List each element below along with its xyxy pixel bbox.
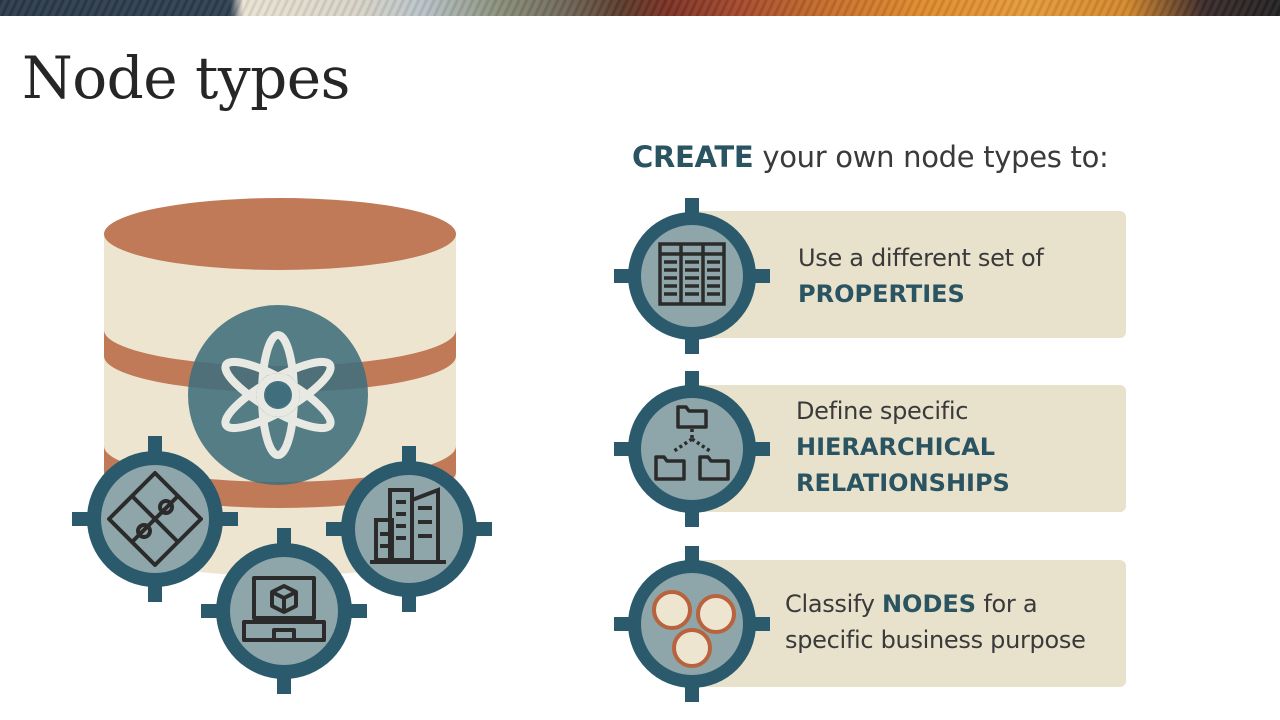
laptop-badge (201, 528, 367, 694)
table-columns-icon (658, 242, 726, 306)
feature-text-nodes: Classify NODES for a specific business p… (785, 586, 1086, 658)
feature-text-properties: Use a different set of PROPERTIES (798, 240, 1044, 312)
page-title: Node types (22, 44, 350, 112)
folder-hierarchy-icon (654, 405, 730, 481)
properties-badge (614, 198, 770, 354)
puzzle-icon (107, 471, 203, 567)
feature-text-hierarchy: Define specific HIERARCHICAL RELATIONSHI… (796, 393, 1010, 501)
node-types-illustration (72, 198, 492, 694)
flower-asterisk-icon (188, 305, 368, 485)
feature-keyword: RELATIONSHIPS (796, 469, 1010, 497)
feature-keyword: HIERARCHICAL (796, 433, 996, 461)
feature-line: Use a different set of (798, 244, 1044, 272)
buildings-icon (370, 487, 446, 564)
hierarchy-badge (614, 371, 770, 527)
feature-line: specific business purpose (785, 626, 1086, 654)
decorative-banner (0, 0, 1280, 16)
subtitle: CREATE your own node types to: (632, 140, 1109, 174)
feature-line: Classify NODES for a (785, 590, 1038, 618)
subtitle-keyword: CREATE (632, 140, 754, 174)
puzzle-badge (72, 436, 238, 602)
feature-line: Define specific (796, 397, 969, 425)
feature-keyword: NODES (881, 590, 977, 618)
buildings-badge (326, 446, 492, 612)
nodes-badge (614, 546, 770, 702)
feature-keyword: PROPERTIES (798, 280, 965, 308)
three-circles-icon (652, 590, 736, 668)
laptop-cube-icon (242, 576, 326, 642)
subtitle-rest: your own node types to: (753, 140, 1109, 174)
